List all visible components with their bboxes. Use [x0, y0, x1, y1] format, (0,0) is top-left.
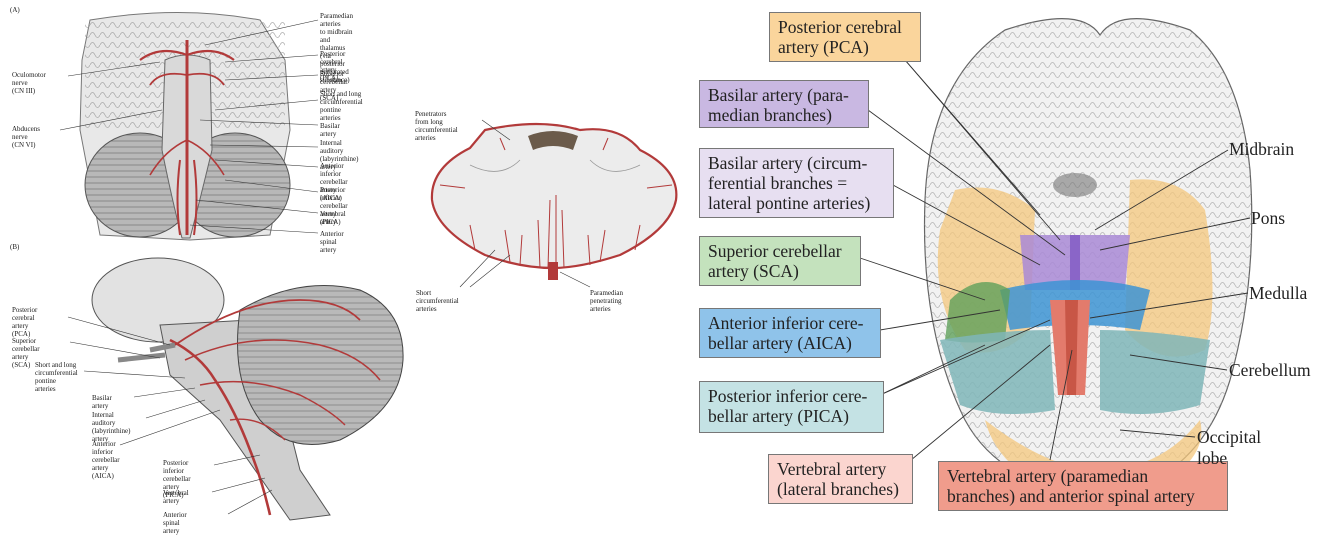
b-label-vertebral: Vertebral artery [163, 489, 189, 505]
label-pca: Posterior cerebral artery (PCA) [320, 50, 346, 82]
box-basilar-paramedian: Basilar artery (para- median branches) [699, 80, 869, 128]
panel-a-brain-drawing [79, 12, 291, 241]
side-label-midbrain: Midbrain [1229, 139, 1295, 159]
label-paramedian-penetrating: Paramedian penetrating arteries [590, 289, 624, 313]
b-label-aica: Anterior inferior cerebellar artery (AIC… [92, 440, 120, 480]
left-label-oculomotor: Oculomotor nerve (CN III) [12, 71, 46, 95]
b-label-internal-auditory: Internal auditory (labyrinthine) artery [92, 411, 131, 443]
box-aica: Anterior inferior cere- bellar artery (A… [699, 308, 881, 358]
side-label-pons: Pons [1251, 208, 1286, 228]
label-vertebral: Vertebral artery [320, 210, 346, 226]
territory-leader-lines [859, 59, 1251, 466]
box-pca: Posterior cerebral artery (PCA) [769, 12, 921, 62]
label-anterior-spinal: Anterior spinal artery [320, 230, 344, 254]
b-label-basilar: Basilar artery [92, 394, 112, 410]
label-pica: Posterior inferior cerebellar artery (PI… [320, 186, 348, 226]
b-label-pica: Posterior inferior cerebellar artery (PI… [163, 459, 191, 499]
b-label-sca: Superior cerebellar artery (SCA) [12, 337, 40, 369]
label-paramedian-arteries: Paramedian arteries to midbrain and thal… [320, 12, 354, 84]
pons-section-drawing [430, 122, 678, 280]
box-sca: Superior cerebellar artery (SCA) [699, 236, 861, 286]
panel-b-brain-drawing [91, 257, 404, 521]
label-sca: Superior cerebellar artery (SCA) [320, 70, 348, 102]
b-label-pca: Posterior cerebral artery (PCA) [12, 306, 38, 338]
panel-b-leader-lines [67, 316, 273, 515]
label-short-circumferential: Short circumferential arteries [416, 289, 459, 313]
side-label-cerebellum: Cerebellum [1229, 360, 1311, 380]
label-internal-auditory: Internal auditory (labyrinthine) artery [320, 139, 359, 171]
b-label-anterior-spinal: Anterior spinal artery [163, 511, 187, 535]
territory-brain-drawing [923, 18, 1253, 501]
panel-a-label: (A) [10, 6, 20, 14]
box-vertebral-paramedian: Vertebral artery (paramedian branches) a… [938, 461, 1228, 511]
side-label-medulla: Medulla [1249, 283, 1308, 303]
label-aica: Anterior inferior cerebellar artery (AIC… [320, 162, 348, 202]
panel-b-label: (B) [10, 243, 20, 251]
section-leader-lines [459, 119, 591, 288]
label-basilar: Basilar artery [320, 122, 340, 138]
box-basilar-circumferential: Basilar artery (circum- ferential branch… [699, 148, 894, 218]
left-label-abducens: Abducens nerve (CN VI) [12, 125, 40, 149]
box-pica: Posterior inferior cere- bellar artery (… [699, 381, 884, 433]
side-label-occipital-lobe: Occipital lobe [1197, 427, 1262, 468]
b-label-pontine: Short and long circumferential pontine a… [35, 361, 78, 393]
panel-a-leader-lines [59, 19, 319, 234]
label-penetrators: Penetrators from long circumferential ar… [415, 110, 458, 142]
box-vertebral-lateral: Vertebral artery (lateral branches) [768, 454, 913, 504]
label-pontine-arteries: Short and long circumferential pontine a… [320, 90, 363, 122]
